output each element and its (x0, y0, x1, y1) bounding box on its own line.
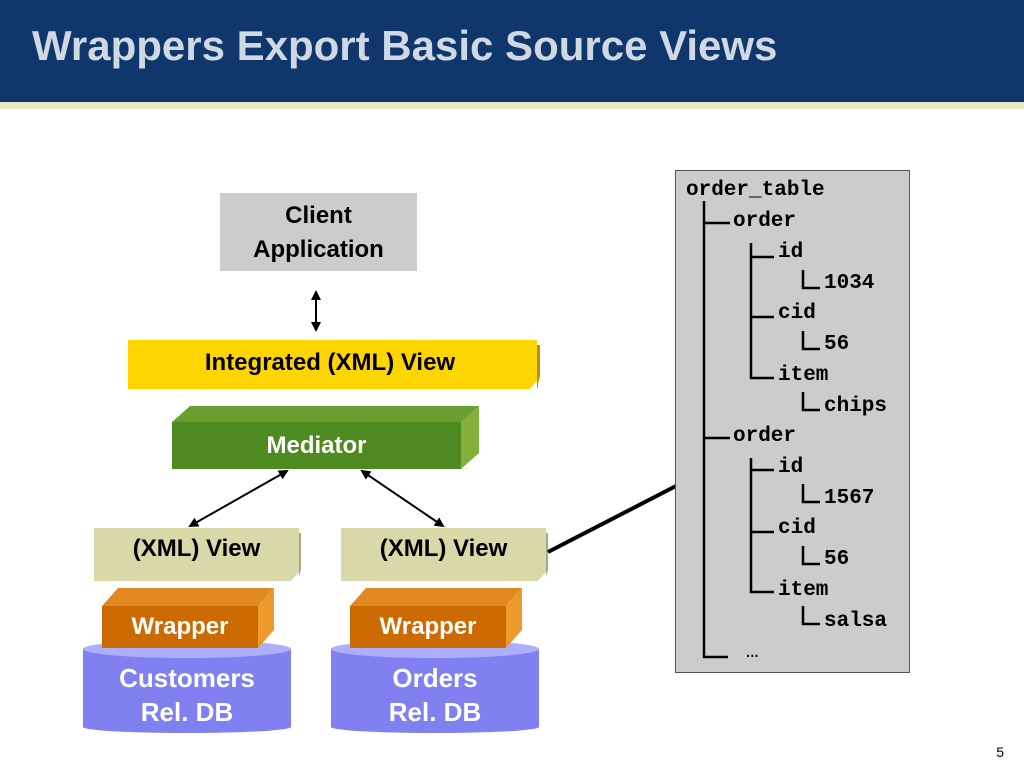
tree-cid-1: cid (778, 302, 816, 325)
database-right-cylinder (331, 640, 539, 733)
tree-id-1-value: 1034 (824, 272, 875, 295)
database-left-label: Customers Rel. DB (83, 661, 291, 729)
slide-title: Wrappers Export Basic Source Views (32, 22, 778, 69)
mediator-right-arrow (360, 469, 445, 528)
tree-item-2: item (778, 579, 829, 602)
tree-root: order_table (686, 179, 825, 202)
db-left-line2: Rel. DB (140, 697, 234, 727)
title-underline (0, 102, 1024, 109)
xml-view-left-box (94, 528, 301, 581)
page-number: 5 (996, 744, 1004, 760)
tree-item-2-value: salsa (824, 610, 888, 633)
client-application-label: Client Application (220, 199, 417, 267)
tree-order-2: order (733, 425, 797, 448)
tree-cid-1-value: 56 (824, 333, 850, 356)
tree-connector-lines (702, 201, 820, 659)
title-bar (0, 0, 1024, 102)
db-right-line2: Rel. DB (388, 697, 482, 727)
integrated-view-box (128, 340, 540, 389)
tree-item-1: item (778, 364, 829, 387)
db-left-line1: Customers (119, 663, 255, 693)
xml-view-left-label: (XML) View (132, 535, 261, 562)
xml-tree-panel: order_table order id 1034 cid 56 item ch… (675, 170, 910, 673)
database-right-label: Orders Rel. DB (331, 661, 539, 729)
xml-view-right-label: (XML) View (379, 535, 508, 562)
view-to-tree-connector (547, 484, 677, 554)
tree-cid-2: cid (778, 517, 816, 540)
db-right-line1: Orders (392, 663, 478, 693)
tree-ellipsis: … (746, 641, 759, 664)
client-label-line1: Client (285, 202, 352, 229)
mediator-left-arrow (188, 470, 289, 527)
database-left-cylinder (83, 640, 291, 733)
client-application-box (220, 193, 417, 271)
tree-order-1: order (733, 210, 797, 233)
xml-view-right-box (341, 528, 548, 581)
wrapper-left-label: Wrapper (131, 613, 229, 640)
tree-cid-2-value: 56 (824, 548, 850, 571)
tree-id-1: id (778, 241, 804, 264)
tree-id-2: id (778, 456, 804, 479)
wrapper-right-label: Wrapper (379, 613, 477, 640)
wrapper-left-block (102, 588, 274, 648)
client-label-line2: Application (253, 236, 384, 263)
tree-item-1-value: chips (824, 395, 888, 418)
mediator-label: Mediator (266, 432, 367, 459)
tree-id-2-value: 1567 (824, 487, 875, 510)
mediator-block (172, 406, 479, 469)
wrapper-right-block (350, 588, 522, 648)
integrated-view-label: Integrated (XML) View (204, 349, 456, 376)
